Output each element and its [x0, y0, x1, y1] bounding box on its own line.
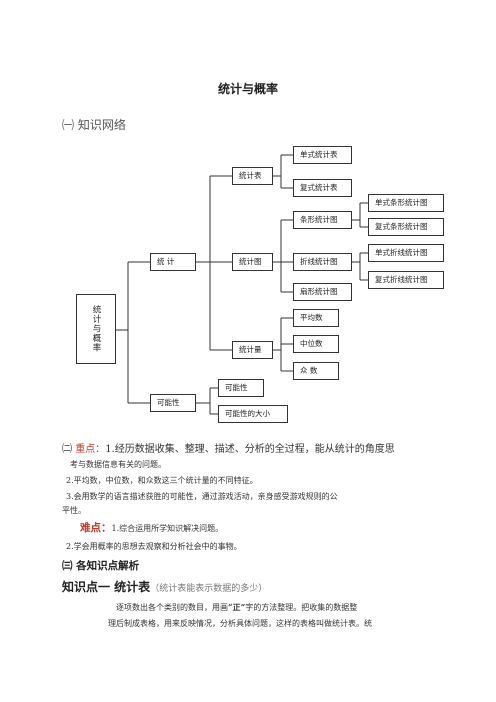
- tree-root-box: 统计与概率: [76, 294, 116, 364]
- tree-node-pie-chart: 扇形统计图: [293, 283, 352, 301]
- key-points-line-3b: 平性。: [62, 506, 86, 515]
- key-points-label: 重点：: [75, 444, 106, 455]
- key-points-line-1b: 考与数据信息有关的问题。: [70, 460, 166, 469]
- tree-node-possibility-size: 可能性的大小: [218, 405, 288, 423]
- point1-line-1-row: 逐项数出各个类别的数目，用画“正”字的方法整理。把收集的数据整: [116, 602, 357, 613]
- key-points-heading: ㈡ 重点：1.经历数据收集、整理、描述、分析的全过程，能从统计的角度思: [62, 440, 395, 455]
- key-points-line-1: 1.经历数据收集、整理、描述、分析的全过程，能从统计的角度思: [105, 444, 395, 455]
- tree-node-line-chart: 折线统计图: [293, 253, 352, 271]
- tree-node-single-bar: 单式条形统计图: [368, 194, 444, 212]
- section-heading-analysis: ㈢ 各知识点解析: [62, 560, 140, 572]
- tree-node-compound-bar: 复式条形统计图: [368, 218, 444, 236]
- tree-node-mean: 平均数: [293, 309, 339, 327]
- tree-node-possibility: 可能性: [150, 394, 196, 412]
- key-points-number: ㈡: [62, 444, 72, 455]
- tree-node-single-table: 单式统计表: [293, 146, 352, 164]
- point1-line-1a: 逐项数出各个类别的数目，用画: [116, 603, 228, 612]
- tree-node-possibility-leaf: 可能性: [218, 379, 264, 397]
- tree-node-compound-line: 复式折线统计图: [368, 271, 444, 289]
- knowledge-point-1-row: 知识点一 统计表（统计表能表示数据的多少）: [62, 578, 267, 595]
- difficulty-line-2: 2.学会用概率的思想去观察和分析社会中的事物。: [66, 542, 242, 551]
- difficulty-label: 难点：: [80, 522, 112, 534]
- tree-node-median: 中位数: [293, 335, 339, 353]
- knowledge-point-1-note: （统计表能表示数据的多少）: [150, 584, 268, 594]
- key-points-line-2: 2.平均数，中位数，和众数这三个统计量的不同特征。: [66, 476, 258, 485]
- difficulty-line-1-row: 难点：1.综合运用所学知识解决问题。: [80, 520, 223, 535]
- tree-node-single-line: 单式折线统计图: [368, 244, 444, 262]
- tree-node-tables: 统计表: [232, 167, 273, 185]
- knowledge-point-1-heading: 知识点一 统计表: [62, 580, 151, 594]
- difficulty-line-1: 1.综合运用所学知识解决问题。: [111, 524, 224, 533]
- point1-line-1b: 字的方法整理。把收集的数据整: [245, 603, 358, 612]
- page-title: 统计与概率: [217, 82, 278, 96]
- key-points-line-3: 3.会用数学的语言描述获胜的可能性，通过游戏活动，亲身感受游戏规则的公: [66, 492, 338, 501]
- tree-node-statistics: 统 计: [150, 253, 196, 271]
- tree-node-measures: 统计量: [232, 341, 273, 359]
- tree-node-charts: 统计图: [232, 253, 273, 271]
- point1-line-2: 理后制成表格，用来反映情况，分析具体问题，这样的表格叫做统计表。统: [108, 619, 372, 628]
- section-heading-knowledge-network: ㈠ 知识网络: [62, 118, 126, 132]
- tree-node-compound-table: 复式统计表: [293, 179, 352, 197]
- point1-quote: “正”: [228, 602, 246, 612]
- tree-node-bar-chart: 条形统计图: [293, 211, 352, 229]
- tree-node-mode: 众 数: [293, 362, 339, 380]
- tree-root-label: 统计与概率: [91, 305, 101, 353]
